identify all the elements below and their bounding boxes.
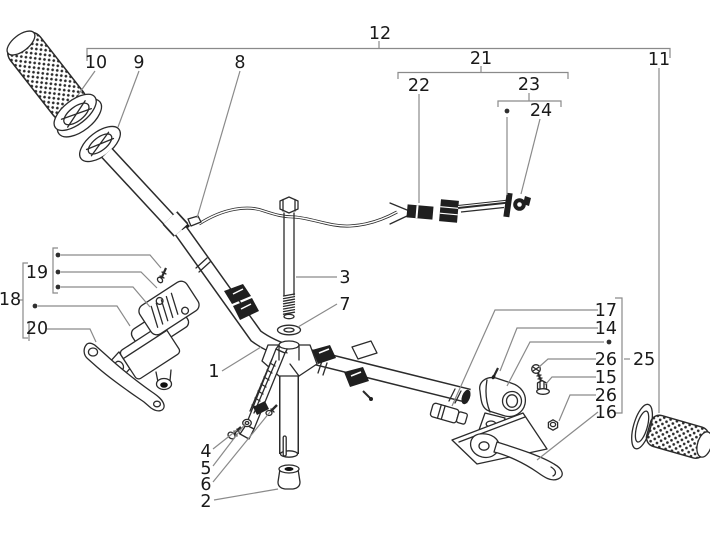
bracket-21 (397, 71, 569, 79)
leader-2 (213, 488, 279, 501)
leader-8 (196, 70, 241, 219)
leader-6 (212, 411, 271, 483)
leader-25-dot (506, 341, 604, 387)
washer-7 (276, 324, 302, 336)
callout-22: 22 (408, 76, 430, 96)
right-grip (631, 403, 710, 460)
bracket-20 (28, 321, 35, 341)
callout-17: 17 (595, 301, 617, 321)
callout-4: 4 (200, 442, 211, 462)
leader-15 (544, 376, 596, 386)
bracket-25 (615, 297, 623, 414)
leader-19c (61, 286, 151, 308)
stem-cap (277, 464, 301, 490)
group-dot-18 (32, 303, 38, 309)
leader-10 (77, 70, 96, 96)
callout-12: 12 (369, 24, 391, 44)
bolt-head (279, 196, 299, 214)
screw-14 (491, 367, 499, 380)
callout-8: 8 (234, 53, 245, 73)
callout-labels-layer: 12 10 9 8 21 11 22 23 24 19 18 20 3 7 1 … (0, 24, 670, 512)
group-dot-25 (606, 339, 612, 345)
callout-10: 10 (85, 53, 107, 73)
callout-21: 21 (470, 49, 492, 69)
callout-11: 11 (648, 50, 670, 70)
clamp-flags-right (312, 340, 378, 401)
brake-lever-left (83, 342, 165, 412)
leader-17 (451, 309, 598, 407)
callout-18: 18 (0, 290, 21, 310)
callout-7: 7 (339, 295, 350, 315)
callout-2: 2 (200, 492, 211, 512)
leader-14 (499, 327, 598, 372)
callout-lines-layer (18, 41, 671, 501)
leader-19b (61, 271, 158, 289)
callout-3: 3 (339, 268, 350, 288)
leader-7 (297, 303, 338, 328)
grip-end-cap (6, 30, 36, 56)
brake-lever-right (469, 433, 563, 481)
cable-adjuster (406, 204, 434, 220)
master-cylinder-group (83, 267, 200, 412)
bracket-12 (86, 47, 671, 61)
cable-assembly (389, 192, 531, 225)
callout-19: 19 (26, 263, 48, 283)
leader-9 (117, 70, 140, 128)
leader-26a (538, 358, 596, 368)
callout-14: 14 (595, 319, 617, 339)
cable-lever-bar (503, 192, 513, 218)
callout-5: 5 (200, 459, 211, 479)
leader-4 (212, 429, 238, 450)
tube-end-ring (461, 389, 471, 405)
cover-screw (156, 267, 168, 284)
leader-19a (61, 254, 162, 269)
handlebar-left-tube (101, 147, 295, 361)
screw-26a (531, 364, 543, 382)
leader-5 (212, 423, 246, 467)
callout-16: 16 (595, 403, 617, 423)
callout-26b: 26 (595, 386, 617, 406)
leader-24 (520, 118, 541, 195)
leader-16 (536, 411, 599, 461)
leader-26b (558, 394, 596, 422)
cable-ferrule-nut (439, 199, 459, 223)
clamp-flags-left (224, 284, 259, 320)
leader-1 (221, 346, 262, 372)
callout-23: 23 (518, 75, 540, 95)
callout-26a: 26 (595, 350, 617, 370)
group-dot-23 (504, 108, 510, 114)
left-grip (6, 30, 103, 138)
callout-15: 15 (595, 368, 617, 388)
callout-25: 25 (633, 350, 655, 370)
callout-20: 20 (26, 319, 48, 339)
leader-18 (38, 305, 131, 327)
parts-layer (6, 30, 710, 490)
stem-slot (282, 435, 287, 457)
callout-24: 24 (530, 101, 552, 121)
reservoir-cover (138, 280, 200, 336)
bracket-19 (52, 247, 58, 294)
nut-26b (547, 419, 559, 431)
adapter-17 (429, 402, 468, 425)
grip-end-cap-right (696, 431, 710, 458)
leader-20 (47, 328, 97, 343)
callout-9: 9 (133, 53, 144, 73)
steering-stem (279, 366, 299, 458)
callout-1: 1 (208, 362, 219, 382)
bolt-3 (279, 196, 299, 320)
callout-6: 6 (200, 475, 211, 495)
clamp-boss (278, 340, 300, 361)
